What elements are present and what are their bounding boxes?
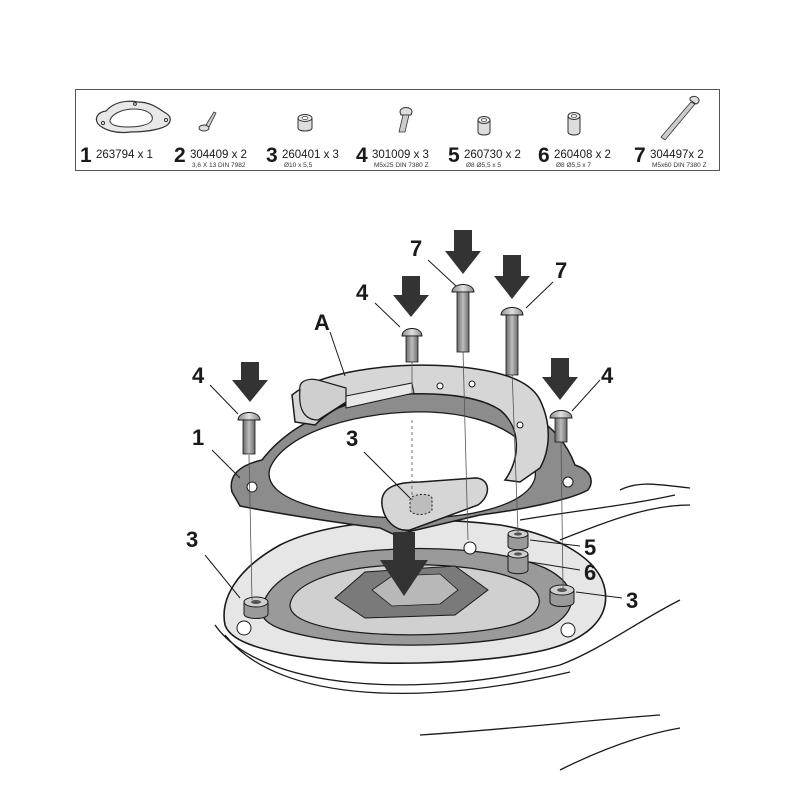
part-3: 3 260401 x 3 Ø10 x 5,5: [266, 90, 358, 172]
bolt-4-left: [237, 412, 261, 455]
parts-list: 1 263794 x 1 2 304409 x 2 3,6 X 13 DIN 7…: [75, 89, 720, 171]
part-4: 4 301009 x 3 M5x25 DIN 7380 Z: [356, 90, 448, 172]
arrow-down-icon: [380, 532, 428, 596]
arrows: [232, 230, 578, 596]
callout-1: 1: [192, 425, 204, 450]
part-2: 2 304409 x 2 3,6 X 13 DIN 7982: [174, 90, 266, 172]
callout-a: A: [314, 310, 330, 335]
spacer-5: [507, 529, 529, 551]
tank-ring-a: [291, 364, 549, 531]
part-code: 260730 x 2: [464, 149, 521, 161]
part-6: 6 260408 x 2 Ø8 Ø5,5 x 7: [538, 90, 630, 172]
part-spec: M5x60 DIN 7380 Z: [652, 162, 707, 169]
part-number: 6: [538, 144, 550, 167]
part-number: 2: [174, 144, 186, 167]
part-number: 7: [634, 144, 646, 167]
part-code: 304497x 2: [650, 149, 704, 161]
bolt-7-right: [500, 307, 524, 376]
arrow-down-icon: [542, 358, 578, 400]
long-screw-icon: [660, 95, 700, 141]
button-head-screw-icon: [398, 107, 413, 133]
spacer-left: [243, 596, 269, 619]
part-code: 260401 x 3: [282, 149, 339, 161]
part-5: 5 260730 x 2 Ø8 Ø5,5 x 5: [448, 90, 540, 172]
part-code: 263794 x 1: [96, 149, 153, 161]
spacer-icon: [297, 114, 313, 132]
gasket-plate-icon: [95, 100, 171, 134]
guide-lines: [248, 349, 564, 601]
part-number: 1: [80, 144, 92, 167]
callout-7-right: 7: [555, 258, 567, 283]
callout-4-left: 4: [192, 363, 205, 388]
spacer-6: [507, 549, 529, 575]
short-spacer-icon: [477, 116, 491, 136]
long-spacer-icon: [567, 112, 581, 136]
callout-3-left: 3: [186, 527, 198, 552]
callout-5: 5: [584, 535, 596, 560]
part-spec: Ø8 Ø5,5 x 5: [466, 162, 502, 169]
arrow-down-icon: [232, 362, 268, 402]
callout-6: 6: [584, 560, 596, 585]
bolt-7-left: [451, 284, 475, 353]
part-number: 5: [448, 144, 460, 167]
part-1: 1 263794 x 1: [80, 90, 184, 172]
part-number: 3: [266, 144, 278, 167]
tapping-screw-icon: [198, 111, 217, 132]
part-number: 4: [356, 144, 368, 167]
spacer-right: [549, 584, 575, 607]
bolt-4-right: [549, 410, 573, 443]
part-code: 260408 x 2: [554, 149, 611, 161]
callout-3-center: 3: [346, 426, 358, 451]
callout-7-left: 7: [410, 236, 422, 261]
part-spec: Ø10 x 5,5: [284, 162, 313, 169]
callout-4-right: 4: [601, 363, 614, 388]
part-7: 7 304497x 2 M5x60 DIN 7380 Z: [634, 90, 720, 172]
part-spec: M5x25 DIN 7380 Z: [374, 162, 429, 169]
part-code: 304409 x 2: [190, 149, 247, 161]
callout-4-mid: 4: [356, 280, 369, 305]
arrow-down-icon: [445, 230, 481, 274]
part-code: 301009 x 3: [372, 149, 429, 161]
leader-lines: [204, 259, 623, 599]
callout-3-right: 3: [626, 588, 638, 613]
arrow-down-icon: [393, 276, 429, 317]
part-spec: Ø8 Ø5,5 x 7: [556, 162, 592, 169]
tank-outline: [214, 483, 691, 771]
part-spec: 3,6 X 13 DIN 7982: [192, 162, 246, 169]
arrow-down-icon: [494, 255, 530, 299]
bolt-4-mid: [401, 328, 423, 363]
